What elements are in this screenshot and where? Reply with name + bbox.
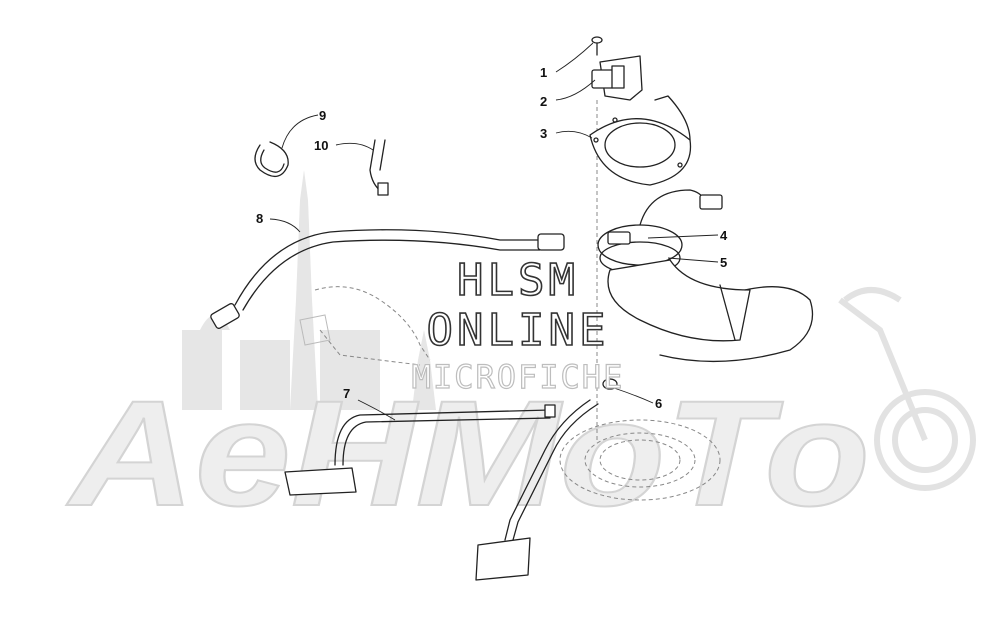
leader-lines: [269, 42, 719, 421]
part-4-fuel-pump: [597, 189, 723, 275]
callout-8: 8: [256, 211, 263, 226]
callout-3: 3: [540, 126, 547, 141]
part-8-fuel-line: [210, 229, 565, 329]
frame-sketch: [299, 286, 431, 366]
callout-7: 7: [343, 386, 350, 401]
part-7-drain-hose: [284, 399, 599, 581]
hlsm-watermark: HLSM ONLINE MICROFICHE: [411, 254, 625, 396]
hlsm-line-3: MICROFICHE: [412, 358, 625, 396]
callout-1: 1: [540, 65, 547, 80]
callout-6: 6: [655, 396, 662, 411]
callouts: 1 2 3 4 5 6 7 8 9 10: [256, 65, 728, 411]
tank-mount-ghost: [559, 100, 721, 501]
part-10-cable-tie: [369, 139, 389, 196]
callout-9: 9: [319, 108, 326, 123]
callout-10: 10: [314, 138, 328, 153]
motorcycle-watermark: [838, 287, 976, 491]
hlsm-line-2: ONLINE: [427, 305, 610, 356]
part-2-bracket: [591, 55, 643, 101]
part-6-fitting: [602, 378, 618, 390]
callout-4: 4: [720, 228, 728, 243]
hlsm-line-1: HLSM: [457, 255, 579, 306]
part-3-gasket: [589, 95, 692, 186]
skyline-watermark: [182, 170, 436, 410]
part-5-pump-sock: [607, 259, 814, 363]
part-9-clip: [254, 141, 289, 177]
part-1-screw: [591, 36, 603, 56]
callout-5: 5: [720, 255, 727, 270]
callout-2: 2: [540, 94, 547, 109]
brand-watermark: AeHMoTo: [65, 369, 870, 537]
